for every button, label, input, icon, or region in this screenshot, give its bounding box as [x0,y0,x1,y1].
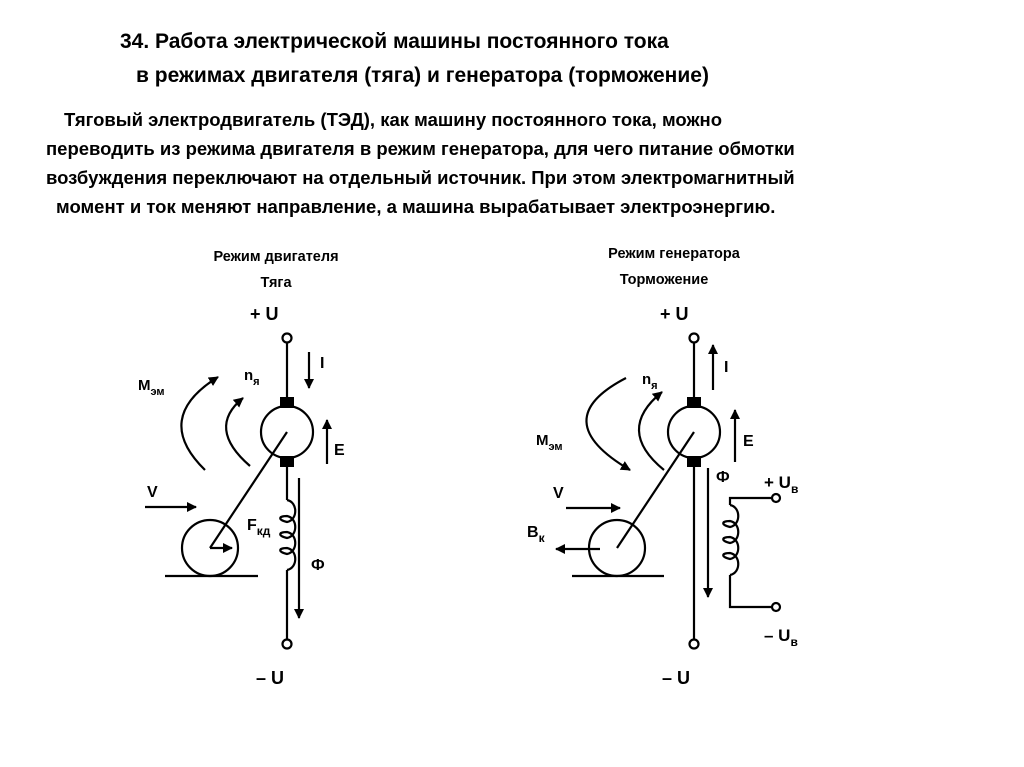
motor-field-coil [279,498,297,572]
generator-top-terminal [688,332,700,344]
generator-field-bottom-lead [728,575,772,609]
generator-mode-diagram: Режим генератора Торможение + U – U I E … [527,246,798,688]
generator-header-2: Торможение [620,272,709,288]
motor-linkage-rod [209,431,288,549]
description-line-2: переводить из режима двигателя в режим г… [46,138,795,159]
page-title-line-1: 34. Работа электрической машины постоянн… [120,30,669,53]
description-line-4: момент и ток меняют направление, а машин… [56,196,776,217]
generator-plus-u-label: + U [660,304,689,324]
generator-header-1: Режим генератора [608,246,741,262]
generator-linkage-rod [616,431,695,549]
generator-flux-label: Ф [716,469,730,486]
motor-top-terminal [281,332,293,344]
generator-torque-arrow [585,377,631,471]
generator-field-minus-terminal [770,601,782,613]
generator-emf-label: E [743,433,754,450]
motor-mode-diagram: Режим двигателя Тяга + U – U I E Ф Fкд V… [138,249,345,688]
motor-speed-arrow [225,397,251,467]
motor-header-1: Режим двигателя [213,249,338,265]
motor-force-label: Fкд [247,517,271,538]
motor-plus-u-label: + U [250,304,279,324]
motor-flux-label: Ф [311,557,325,574]
motor-speed-label: nя [244,367,260,388]
generator-field-top-lead [728,496,772,505]
generator-bottom-brush [687,456,701,467]
motor-minus-u-label: – U [256,668,284,688]
generator-top-brush [687,397,701,408]
generator-field-coil [722,503,740,577]
motor-top-brush [280,397,294,408]
generator-minus-u-label: – U [662,668,690,688]
motor-header-2: Тяга [260,275,292,291]
motor-bottom-terminal [281,638,293,650]
generator-bottom-terminal [688,638,700,650]
generator-speed-label: nя [642,371,658,392]
generator-torque-label: Mэм [536,432,563,453]
generator-minus-uv-label: – Uв [764,626,798,649]
description-line-3: возбуждения переключают на отдельный ист… [46,167,795,188]
motor-emf-label: E [334,442,345,459]
motor-velocity-label: V [147,484,158,501]
generator-speed-arrow [638,391,665,471]
description-line-1: Тяговый электродвигатель (ТЭД), как маши… [64,109,723,130]
motor-torque-arrow [180,376,219,471]
generator-current-label: I [724,359,728,376]
generator-plus-uv-label: + Uв [764,473,798,496]
generator-brake-label: Bк [527,524,546,545]
page-title-line-2: в режимах двигателя (тяга) и генератора … [136,64,709,87]
generator-field-plus-terminal [770,492,782,504]
description-paragraph: Тяговый электродвигатель (ТЭД), как маши… [42,105,1002,221]
generator-velocity-label: V [553,485,564,502]
motor-current-label: I [320,355,324,372]
motor-torque-label: Mэм [138,377,165,398]
motor-bottom-brush [280,456,294,467]
